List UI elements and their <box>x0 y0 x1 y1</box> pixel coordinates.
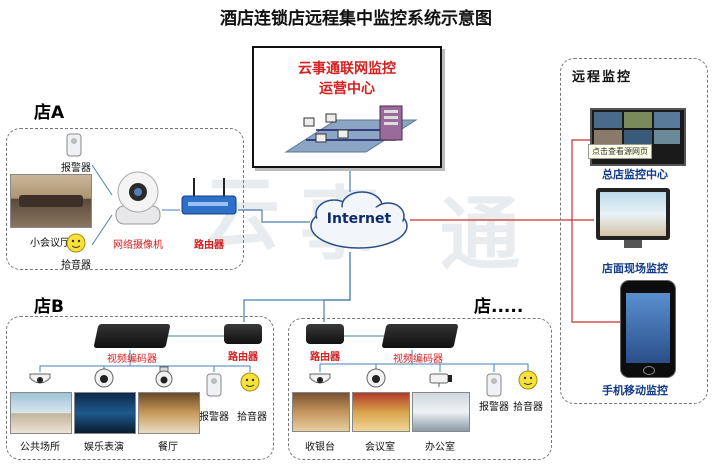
link-a-alarm <box>91 164 113 196</box>
video-encoder-box-c <box>381 324 459 348</box>
store-c-box <box>288 318 552 460</box>
store-a-mic-label: 拾音器 <box>61 260 91 271</box>
phone-home-button <box>643 366 655 375</box>
meeting-hall-photo <box>352 392 410 432</box>
video-tile <box>624 112 652 128</box>
microphone-pickup-icon-b <box>240 372 260 392</box>
public-area-photo <box>10 392 72 434</box>
view-source-tooltip[interactable]: 点击查看源网页 <box>588 144 652 159</box>
store-b-place-3: 餐厅 <box>158 442 178 453</box>
watermark-char-3: 通 <box>440 187 520 281</box>
link-remote-mobile <box>571 220 620 323</box>
internet-cloud-icon <box>310 191 408 249</box>
phone-screen <box>626 293 670 363</box>
link-b-cam1 <box>39 350 131 372</box>
store-c-mic-label: 拾音器 <box>513 402 543 413</box>
monitor-frame <box>596 188 670 240</box>
restaurant-photo <box>138 392 200 434</box>
store-b-router-label: 路由器 <box>228 352 258 363</box>
store-a-alarm-label: 报警器 <box>61 163 91 174</box>
video-tile <box>594 130 622 144</box>
store-b-place-1: 公共场所 <box>20 442 60 453</box>
store-a-camera-label: 网络摄像机 <box>113 240 163 251</box>
network-camera-icon <box>115 171 161 225</box>
store-c-router-box <box>306 324 344 344</box>
store-c-alarm-label: 报警器 <box>479 402 509 413</box>
alarm-sensor-icon-b <box>206 373 222 397</box>
store-c-place-1: 收银台 <box>305 442 335 453</box>
entertainment-photo <box>74 392 136 434</box>
link-c-cam1 <box>319 350 413 372</box>
store-a-box <box>6 128 244 270</box>
store-b-encoder-label: 视频编码器 <box>107 354 157 365</box>
alarm-sensor-icon-c <box>486 373 502 397</box>
video-tile <box>624 130 652 144</box>
microphone-pickup-icon-c <box>518 370 538 390</box>
store-b-box <box>6 316 274 460</box>
link-remote-hq <box>571 139 590 220</box>
room-table-shape <box>19 195 83 207</box>
store-a-room-label: 小会议厅 <box>30 238 70 249</box>
meeting-room-photo <box>10 174 92 228</box>
link-store-b <box>243 252 351 322</box>
video-tile <box>594 112 622 128</box>
site-monitor-label: 店面现场监控 <box>602 262 668 275</box>
store-c-place-2: 会议室 <box>365 442 395 453</box>
store-b-mic-label: 拾音器 <box>237 412 267 423</box>
link-store-c <box>323 252 351 322</box>
speed-dome-camera-icon-c <box>366 368 386 388</box>
video-tile <box>654 112 680 128</box>
remote-monitor-label: 远程监控 <box>572 70 633 85</box>
diagram-title: 酒店连锁店远程集中监控系统示意图 <box>220 9 492 29</box>
link-store-a <box>238 209 310 223</box>
video-tile <box>654 130 680 144</box>
monitor-stand <box>624 240 642 248</box>
store-b-label: 店B <box>34 297 64 317</box>
mobile-phone-icon <box>620 280 676 378</box>
remote-monitor-box <box>560 58 708 404</box>
alarm-sensor-icon <box>66 133 82 157</box>
ptz-camera-icon <box>155 366 173 388</box>
video-encoder-box <box>93 324 171 348</box>
operations-center-line1: 云事通联网监控 <box>298 61 396 77</box>
server-network-icon <box>284 105 418 153</box>
speed-dome-camera-icon <box>94 368 114 388</box>
bullet-camera-icon <box>429 373 452 387</box>
store-c-router-label: 路由器 <box>310 352 340 363</box>
monitor-screen <box>600 192 666 236</box>
dome-camera-icon <box>29 373 51 384</box>
operations-center-line2: 运营中心 <box>319 81 375 97</box>
link-c-mic <box>412 363 529 372</box>
mobile-monitor-label: 手机移动监控 <box>602 384 668 397</box>
store-a-router-label: 路由器 <box>194 240 224 251</box>
router-icon <box>181 178 237 215</box>
office-photo <box>412 392 470 432</box>
store-b-router-box <box>224 324 262 344</box>
microphone-pickup-icon <box>66 233 86 253</box>
store-a-label: 店A <box>34 103 65 123</box>
store-b-place-2: 娱乐表演 <box>84 442 124 453</box>
link-b-mic <box>130 365 251 372</box>
dome-camera-icon-c <box>309 373 331 384</box>
store-c-encoder-label: 视频编码器 <box>393 354 443 365</box>
store-b-alarm-label: 报警器 <box>199 412 229 423</box>
store-c-place-3: 办公室 <box>425 442 455 453</box>
store-c-label: 店..... <box>474 297 524 317</box>
link-a-mic <box>91 214 113 246</box>
internet-label: Internet <box>326 211 392 227</box>
cashier-photo <box>292 392 350 432</box>
operations-center-box: 云事通联网监控 运营中心 <box>252 46 442 168</box>
hq-monitor-label: 总店监控中心 <box>602 168 668 181</box>
video-wall-screen <box>590 108 686 166</box>
